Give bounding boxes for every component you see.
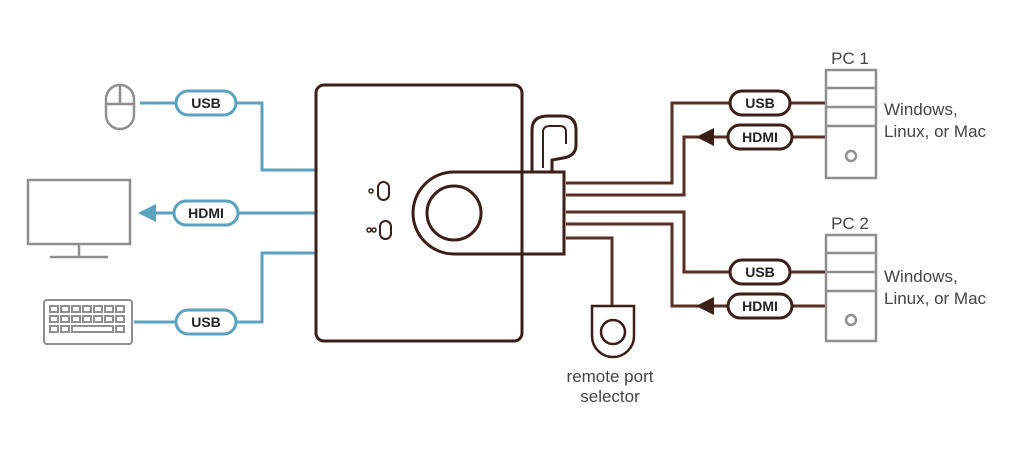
label-hdmi-pc2: HDMI [726,292,794,320]
label-usb-keyboard: USB [174,308,238,336]
pc2-hdmi-arrow [696,297,714,315]
pc2-os-line1: Windows, [884,267,958,286]
remote-label-line2: selector [580,387,640,406]
switch-cable-block [520,170,566,256]
switch-cable-hook [530,114,578,172]
remote-selector-icon [590,304,636,359]
port-led-1 [368,181,390,201]
pc2-os-line2: Linux, or Mac [884,289,987,308]
mouse-icon [104,83,136,131]
hdmi-output-arrow [138,204,156,222]
port-select-button[interactable] [425,184,483,242]
svg-text:HDMI: HDMI [742,298,778,314]
svg-text:USB: USB [191,314,221,330]
label-usb-pc2: USB [728,258,792,286]
svg-text:USB: USB [745,95,775,111]
monitor-icon [26,178,132,259]
port-led-2 [366,220,392,240]
svg-text:HDMI: HDMI [742,129,778,145]
svg-text:USB: USB [745,264,775,280]
remote-cable [566,236,614,306]
pc-tower-icon [824,68,878,180]
label-usb-pc1: USB [728,89,792,117]
kvm-switch [314,83,578,343]
label-hdmi-monitor: HDMI [172,199,240,227]
pc1-title: PC 1 [831,49,869,68]
pc2-title: PC 2 [831,214,869,233]
pc-tower-icon [824,233,878,343]
pc1-os-line1: Windows, [884,100,958,119]
label-hdmi-pc1: HDMI [726,123,794,151]
pc1-hdmi-arrow [696,128,714,146]
label-usb-mouse: USB [174,89,238,117]
svg-text:HDMI: HDMI [188,205,224,221]
pc1-os-line2: Linux, or Mac [884,122,987,141]
remote-label-line1: remote port [567,367,654,386]
svg-text:USB: USB [191,95,221,111]
keyboard-icon [43,299,133,345]
